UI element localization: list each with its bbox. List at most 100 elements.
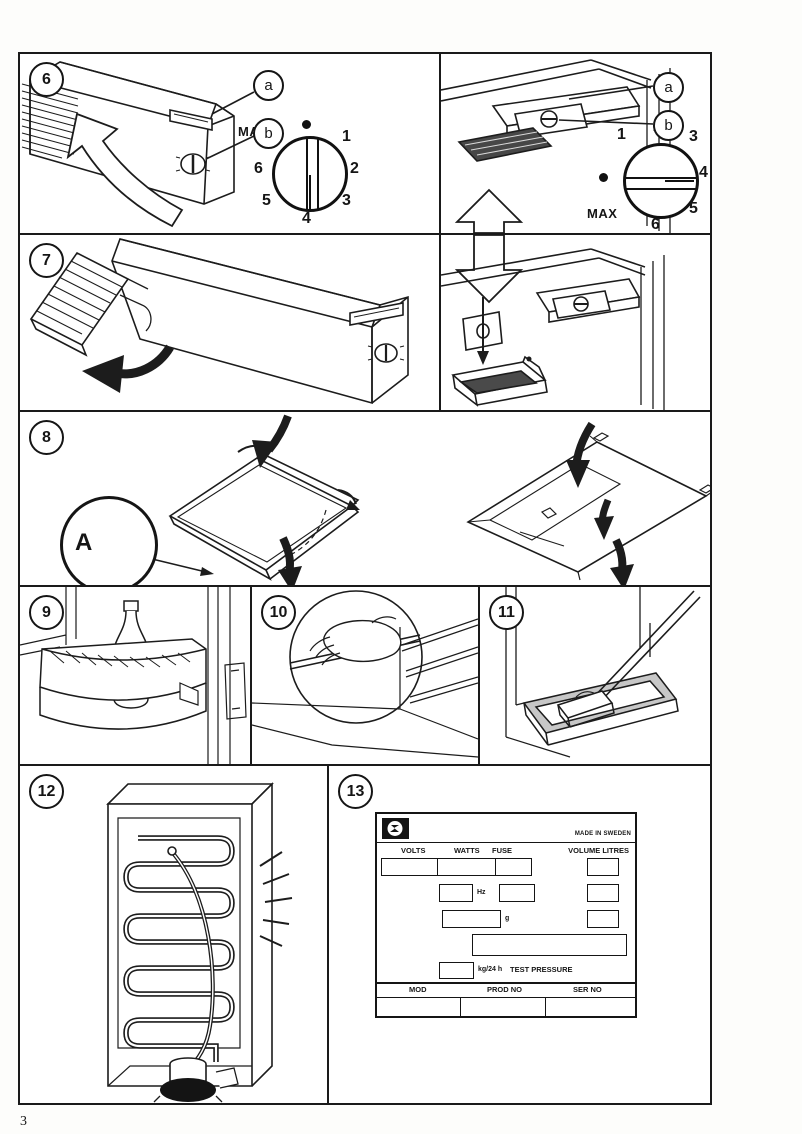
inset-label: A: [75, 529, 93, 556]
test-pressure-label: TEST PRESSURE: [510, 965, 573, 974]
dial-knob: [623, 143, 699, 219]
panel-number-badge: 11: [489, 595, 524, 630]
panel-number: 10: [269, 603, 288, 621]
mod-header: MOD: [409, 985, 427, 994]
panel-number: 6: [42, 70, 51, 88]
dial-number-2: 2: [350, 160, 359, 177]
condenser-coil-rear-illustration: [20, 766, 327, 1103]
thermostat-dial-right: MAX 1 2 3 4 5 6: [587, 118, 710, 233]
dial-max-label: MAX: [587, 206, 618, 221]
dial-number-6: 6: [254, 160, 263, 177]
panel-13: 13 MADE IN SWEDEN VOLTS WATTS FUSE VOLUM…: [329, 766, 710, 1103]
dial-number-4: 4: [302, 210, 311, 227]
plate-divider: [377, 982, 635, 984]
figure-row-7: 7: [20, 233, 710, 410]
page-number: 3: [20, 1114, 27, 1129]
panel-number: 8: [42, 428, 51, 446]
brand-logo-icon: [382, 818, 409, 839]
hz-field: [439, 884, 473, 902]
panel-number: 12: [37, 782, 56, 800]
vent-grille-cleaning-illustration: [480, 587, 708, 764]
ser-no-header: SER NO: [573, 985, 602, 994]
ceiling-evaporator-illustration: [441, 54, 710, 233]
panel-6-left: 6: [20, 54, 441, 233]
callout-b: b: [253, 118, 284, 149]
thermostat-dial-left: MAX 1 2 3 4 5 6: [238, 112, 378, 232]
volume-litres-header: VOLUME LITRES: [568, 846, 629, 855]
dial-index-dot: [302, 120, 311, 129]
plate-divider: [377, 842, 635, 843]
dial-number-1: 1: [617, 126, 626, 143]
watts-header: WATTS: [454, 846, 480, 855]
panel-number-badge: 8: [29, 420, 64, 455]
dial-number-6: 6: [651, 216, 660, 233]
panel-number-badge: 7: [29, 243, 64, 278]
volts-header: VOLTS: [401, 846, 426, 855]
panel-7-right: [441, 235, 710, 410]
callout-b-label: b: [664, 117, 673, 134]
kg24h-field: [439, 962, 474, 979]
panel-12: 12: [20, 766, 329, 1103]
hz-unit-label: Hz: [477, 889, 486, 896]
dial-index-dot: [599, 173, 608, 182]
shelf-grip-detail-illustration: [252, 587, 478, 764]
volume-field-3: [587, 910, 619, 928]
volume-field-2: [587, 884, 619, 902]
detail-inset-circle: A: [60, 496, 158, 585]
volume-field-1: [587, 858, 619, 876]
dial-number-3: 3: [689, 128, 698, 145]
dial-number-1: 1: [342, 128, 351, 145]
panel-number-badge: 13: [338, 774, 373, 809]
evaporator-fold-up-illustration: [20, 54, 439, 233]
rating-plate: MADE IN SWEDEN VOLTS WATTS FUSE VOLUME L…: [375, 812, 637, 1018]
panel-number: 11: [498, 603, 515, 621]
cell-divider: [460, 997, 461, 1016]
panel-7-left: 7: [20, 235, 441, 410]
figure-row-9-10-11: 9: [20, 585, 710, 764]
field-divider: [495, 858, 496, 876]
g-unit-label: g: [505, 915, 510, 922]
panel-number-badge: 10: [261, 595, 296, 630]
callout-b: b: [653, 110, 684, 141]
dial-number-3: 3: [342, 192, 351, 209]
panel-number-badge: 9: [29, 595, 64, 630]
evaporator-flap-open-illustration: [20, 235, 439, 410]
callout-a-label: a: [264, 77, 273, 94]
figure-row-8: 8: [20, 410, 710, 585]
dial-number-5: 5: [689, 200, 698, 217]
volts-watts-fuse-field: [381, 858, 532, 876]
dial-knob: [272, 136, 348, 212]
panel-number: 9: [42, 603, 51, 621]
door-bottle-shelf-illustration: [20, 587, 250, 764]
drip-tray-removal-illustration: [441, 235, 710, 410]
prod-no-header: PROD NO: [487, 985, 523, 994]
callout-a: a: [253, 70, 284, 101]
panel-8: 8: [20, 412, 710, 585]
figure-row-6: 6: [20, 54, 710, 233]
figure-row-12-13: 12: [20, 764, 710, 1103]
panel-number: 7: [42, 251, 51, 269]
panel-11: 11: [480, 587, 710, 764]
field-divider: [437, 858, 438, 876]
panel-9: 9: [20, 587, 252, 764]
dial-slot: [305, 139, 319, 209]
callout-b-label: b: [264, 125, 273, 142]
cell-divider: [545, 997, 546, 1016]
kg24h-unit-label: kg/24 h: [478, 966, 503, 973]
fuse-header: FUSE: [492, 846, 513, 855]
plate-divider: [377, 997, 635, 998]
wide-field: [472, 934, 627, 956]
panel-number-badge: 6: [29, 62, 64, 97]
dial-slot: [626, 176, 696, 190]
panel-number-badge: 12: [29, 774, 64, 809]
field-box: [499, 884, 535, 902]
panel-10: 10: [252, 587, 480, 764]
panel-number: 13: [346, 782, 365, 800]
panel-6-right: a b MAX 1 2 3 4 5 6: [441, 54, 710, 233]
figure-grid-frame: 6: [18, 52, 712, 1105]
callout-a: a: [653, 72, 684, 103]
dial-number-4: 4: [699, 164, 708, 181]
made-in-label: MADE IN SWEDEN: [574, 831, 631, 837]
callout-a-label: a: [664, 79, 673, 96]
